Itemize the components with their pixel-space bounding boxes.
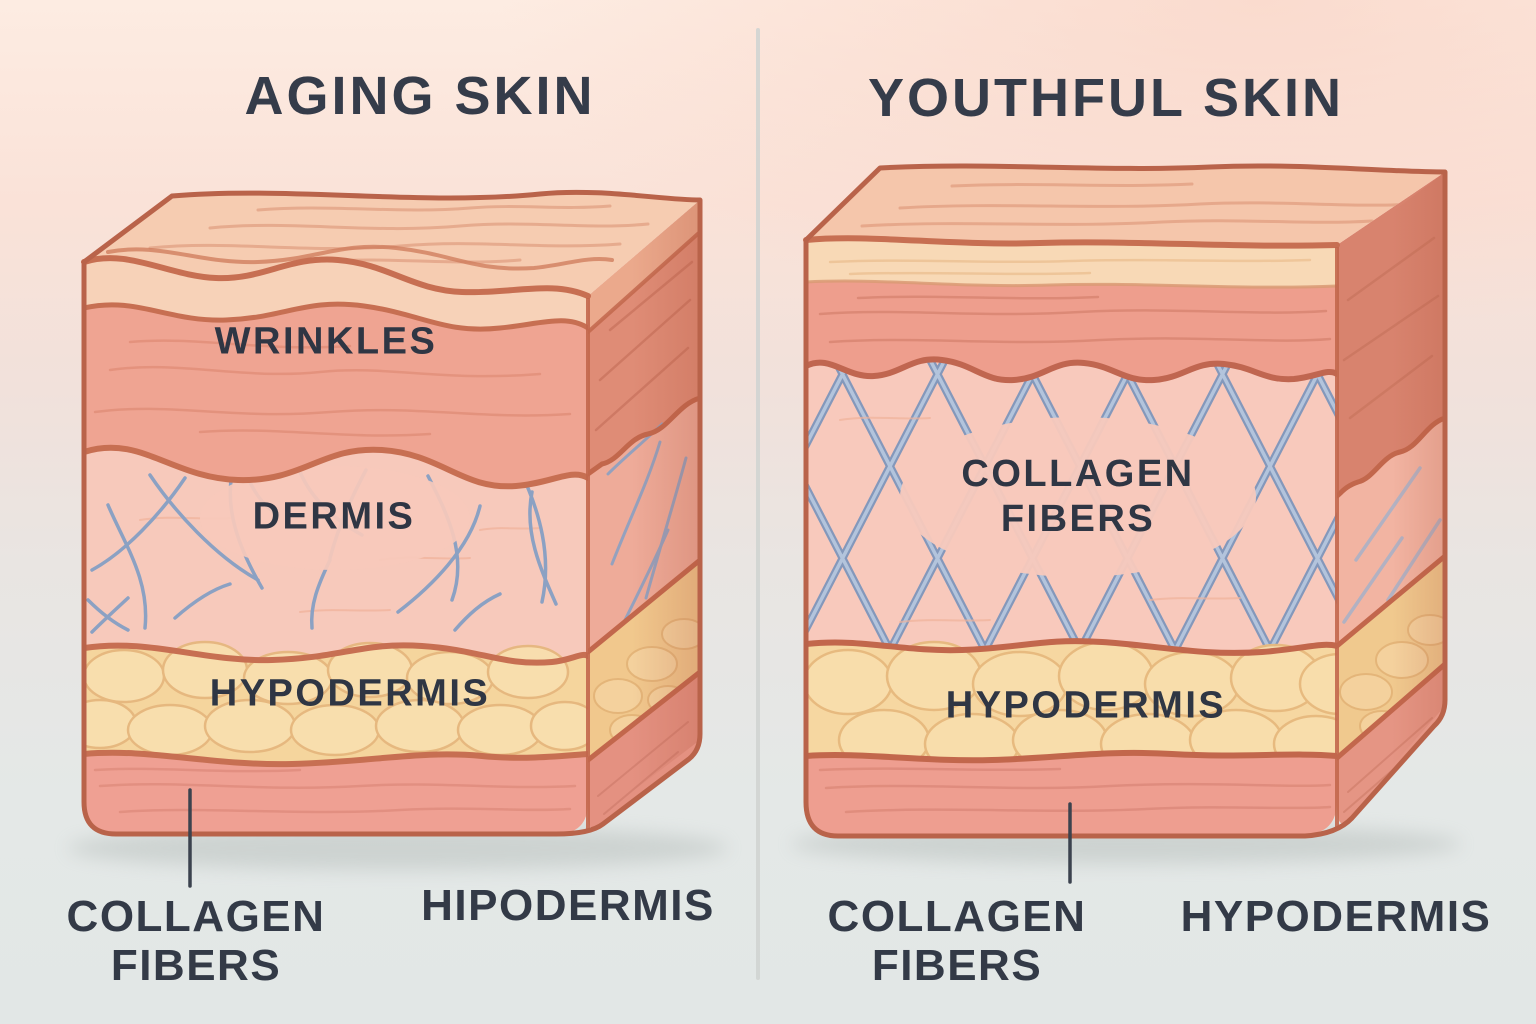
youthful-collagen-fibers-label: COLLAGEN FIBERS bbox=[961, 452, 1194, 542]
youthful-side-face bbox=[1337, 172, 1445, 824]
aging-collagen-callout: COLLAGEN FIBERS bbox=[67, 892, 326, 990]
aging-fat-lobules bbox=[84, 640, 588, 757]
youthful-outline bbox=[803, 163, 1448, 839]
aging-front-top-edge bbox=[81, 255, 591, 299]
aging-top-face bbox=[84, 192, 700, 296]
panel-divider bbox=[756, 28, 760, 980]
youthful-collagen-fibers-line1: COLLAGEN bbox=[961, 453, 1195, 495]
aging-front-face bbox=[84, 258, 588, 834]
aging-wrinkles-label: WRINKLES bbox=[214, 320, 438, 363]
youthful-collagen-callout-line1: COLLAGEN bbox=[827, 892, 1087, 941]
youthful-collagen-callout: COLLAGEN FIBERS bbox=[828, 892, 1087, 990]
aging-hipodermis-callout: HIPODERMIS bbox=[421, 881, 715, 930]
youthful-skin-block bbox=[803, 163, 1448, 884]
aging-dermis-label: DERMIS bbox=[252, 495, 416, 538]
youthful-top-face bbox=[806, 165, 1445, 246]
youthful-hypodermis-callout: HYPODERMIS bbox=[1180, 892, 1492, 941]
aging-collagen-callout-line1: COLLAGEN bbox=[66, 892, 326, 941]
youthful-collagen-fibers-line2: FIBERS bbox=[1000, 498, 1156, 540]
youthful-front-face bbox=[806, 238, 1337, 834]
aging-outline bbox=[81, 189, 703, 837]
aging-skin-title: AGING SKIN bbox=[244, 66, 596, 126]
aging-side-face bbox=[588, 200, 700, 829]
youthful-front-top-edge bbox=[803, 235, 1340, 249]
youthful-skin-title: YOUTHFUL SKIN bbox=[867, 68, 1345, 128]
youthful-hypodermis-label: HYPODERMIS bbox=[945, 684, 1227, 727]
aging-collagen-callout-line2: FIBERS bbox=[110, 941, 282, 990]
youthful-collagen-callout-line2: FIBERS bbox=[871, 941, 1043, 990]
aging-skin-block bbox=[81, 189, 703, 888]
aging-hypodermis-label: HYPODERMIS bbox=[209, 672, 491, 715]
